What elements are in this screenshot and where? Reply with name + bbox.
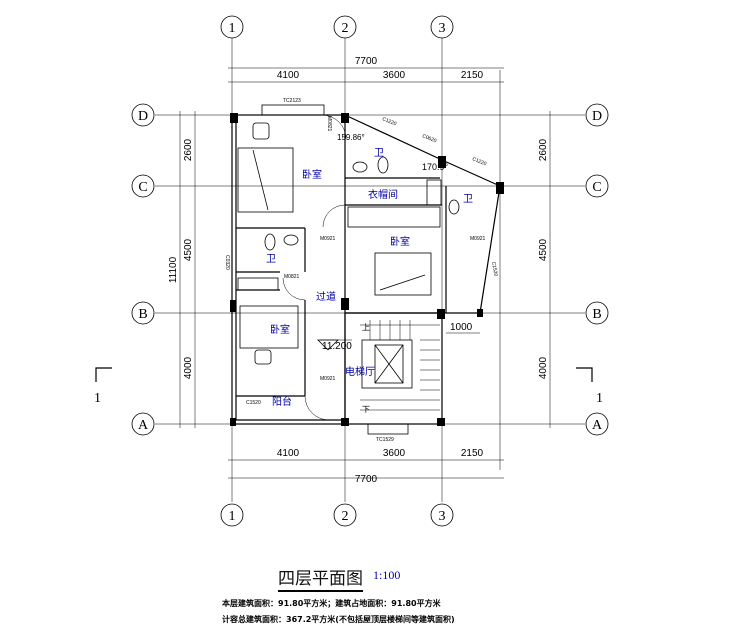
section-mark-right: 1: [576, 367, 603, 406]
wardrobe: [347, 206, 441, 228]
columns: [230, 113, 504, 426]
room-elevator-hall: 电梯厅: [345, 365, 375, 378]
stairs: [360, 320, 440, 411]
svg-text:1: 1: [596, 391, 603, 406]
dim-total-width-bottom: 7700: [355, 474, 378, 485]
dim-row-2-right: 4500: [538, 238, 549, 261]
label-angle2: 170.9°: [422, 162, 449, 172]
axis-A-right: A: [592, 418, 603, 433]
door-swing: [321, 114, 347, 140]
label-stair-down: 下: [362, 405, 370, 414]
label-angle1: 159.86°: [337, 133, 365, 142]
label-c5: C0320: [224, 255, 230, 270]
axis-D-right: D: [592, 109, 602, 124]
toilet-n: [377, 156, 389, 174]
room-bedroom-center: 卧室: [390, 235, 410, 248]
shelf: [426, 179, 442, 206]
area-note-2: 计容总建筑面积：367.2平方米(不包括屋顶层楼梯间等建筑面积): [222, 615, 455, 624]
label-c2: C0620: [421, 133, 437, 144]
room-corridor: 过道: [316, 290, 336, 303]
door-swing: [282, 277, 306, 301]
label-window-balcony: C1520: [246, 400, 261, 406]
walls: [231, 104, 501, 435]
label-door4: M0921: [470, 236, 486, 242]
door-swing: [322, 204, 346, 228]
axis-B-right: B: [592, 307, 601, 322]
room-closet: 衣帽间: [368, 188, 398, 201]
axis-1-top: 1: [229, 21, 236, 36]
chair-nw: [252, 122, 270, 140]
label-elevation: 11.200: [322, 341, 352, 352]
axis-B-left: B: [138, 307, 147, 322]
room-bath-n: 卫: [374, 148, 384, 159]
axis-2-top: 2: [342, 21, 349, 36]
dim-row-2-left: 4500: [183, 238, 194, 261]
label-door3: M0921: [320, 376, 336, 382]
axis-A-left: A: [138, 418, 149, 433]
label-window-bottom: TC1529: [376, 437, 394, 443]
label-door5: M0821: [326, 116, 332, 132]
bed-sw: [239, 305, 299, 349]
dimension-lines: [179, 67, 551, 479]
label-stair-up: 上: [362, 323, 370, 332]
axis-1-bottom: 1: [229, 509, 236, 524]
label-c1: C1220: [381, 116, 397, 127]
dim-row-3-left: 4000: [183, 356, 194, 379]
label-c4: C1520: [490, 261, 499, 277]
sink-n: [352, 161, 368, 173]
dim-total-width-top: 7700: [355, 56, 378, 67]
chair-sw: [254, 349, 272, 365]
dim-span-3-top: 2150: [461, 70, 484, 81]
dim-span-2-bottom: 3600: [383, 448, 406, 459]
label-door1: M0921: [320, 236, 336, 242]
sink-ne: [448, 199, 460, 215]
room-bedroom-nw: 卧室: [302, 168, 322, 181]
axis-2-bottom: 2: [342, 509, 349, 524]
bed-center: [374, 252, 432, 296]
drawing-scale: 1:100: [373, 568, 401, 582]
grid-lines: [155, 38, 585, 502]
furniture: [237, 114, 460, 421]
axis-bubbles: 1 2 3 1 2 3 D C B A D C B A: [131, 15, 609, 527]
label-window-top: TC2123: [283, 98, 301, 104]
dim-total-depth: 11100: [168, 256, 179, 283]
sink-w: [283, 234, 299, 246]
drawing-title: 四层平面图: [278, 564, 363, 592]
dim-stair-width: 1000: [450, 322, 473, 333]
dim-span-1-top: 4100: [277, 70, 300, 81]
axis-C-right: C: [592, 180, 601, 195]
room-bath-w: 卫: [266, 254, 276, 265]
dim-span-2-top: 3600: [383, 70, 406, 81]
dim-row-3-right: 4000: [538, 356, 549, 379]
room-bath-ne: 卫: [463, 194, 473, 205]
label-c3: C1220: [471, 156, 487, 167]
bed-nw: [237, 147, 294, 213]
svg-text:1: 1: [94, 391, 101, 406]
axis-C-left: C: [138, 180, 147, 195]
label-door2: M0821: [284, 274, 300, 280]
elevator-shaft: [361, 339, 413, 389]
axis-3-bottom: 3: [439, 509, 446, 524]
dim-row-1-left: 2600: [183, 138, 194, 161]
area-note-1: 本层建筑面积：91.80平方米；建筑占地面积：91.80平方米: [222, 599, 441, 608]
toilet-w: [264, 233, 276, 251]
dim-span-3-bottom: 2150: [461, 448, 484, 459]
dim-row-1-right: 2600: [538, 138, 549, 161]
room-bedroom-sw: 卧室: [270, 323, 290, 336]
wardrobe-sw: [237, 277, 279, 291]
section-mark-left: 1: [94, 367, 112, 406]
axis-D-left: D: [138, 109, 148, 124]
axis-3-top: 3: [439, 21, 446, 36]
room-balcony: 阳台: [272, 395, 292, 408]
door-swing: [304, 395, 330, 421]
dim-span-1-bottom: 4100: [277, 448, 300, 459]
